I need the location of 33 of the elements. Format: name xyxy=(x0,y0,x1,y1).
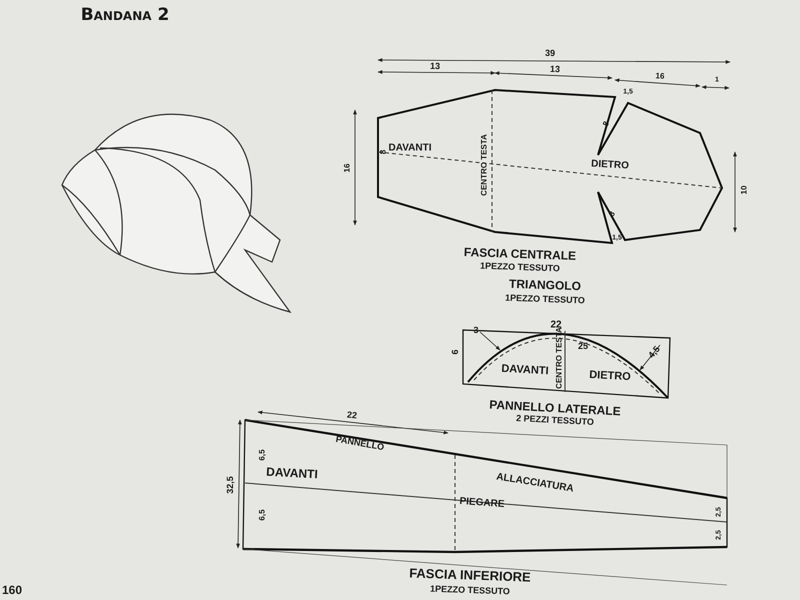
dimension-text: 22 xyxy=(346,410,358,420)
piece-caption: 2 PEZZI TESSUTO xyxy=(516,412,594,428)
piece-label: CENTRO TESTA xyxy=(480,134,488,196)
piece-caption: FASCIA CENTRALE xyxy=(464,245,576,263)
title: Bandana 2 xyxy=(80,5,170,25)
piece-caption: 1PEZZO TESSUTO xyxy=(430,584,510,596)
piece-label: PANNELLO xyxy=(335,434,385,452)
piece-label: DAVANTI xyxy=(501,362,549,378)
dimension-text: 16 xyxy=(655,71,665,81)
piece-label: DAVANTI xyxy=(266,464,318,482)
dimension-text: 8 xyxy=(601,120,611,128)
dimension-text: 16 xyxy=(342,164,352,172)
piece-caption: 1PEZZO TESSUTO xyxy=(480,260,560,274)
dimension-text: 10 xyxy=(740,186,748,194)
dimension-text: 32,5 xyxy=(225,476,235,494)
dimension-text: 39 xyxy=(544,48,556,58)
piece-caption: TRIANGOLO xyxy=(508,276,582,294)
dimension-text: 13 xyxy=(430,60,440,72)
piece-caption: FASCIA INFERIORE xyxy=(408,565,532,585)
piece-label: DIETRO xyxy=(588,368,632,384)
piece-label: PIEGARE xyxy=(459,496,505,510)
dimension-text: 25 xyxy=(578,341,588,351)
piece-label: DAVANTI xyxy=(388,142,432,154)
piece-label: DIETRO xyxy=(590,158,630,172)
dimension-text: 13 xyxy=(550,64,560,74)
dimension-text: 6 xyxy=(450,350,460,354)
dimension-text: 8 xyxy=(607,210,617,218)
piece-caption: 1PEZZO TESSUTO xyxy=(504,292,586,306)
dimension-text: 4,5 xyxy=(646,344,662,360)
dimension-text: 6,5 xyxy=(258,509,266,521)
page-number: 160 xyxy=(2,583,22,597)
dimension-text: 6,5 xyxy=(258,449,266,461)
dimension-text: 8 xyxy=(378,150,388,154)
